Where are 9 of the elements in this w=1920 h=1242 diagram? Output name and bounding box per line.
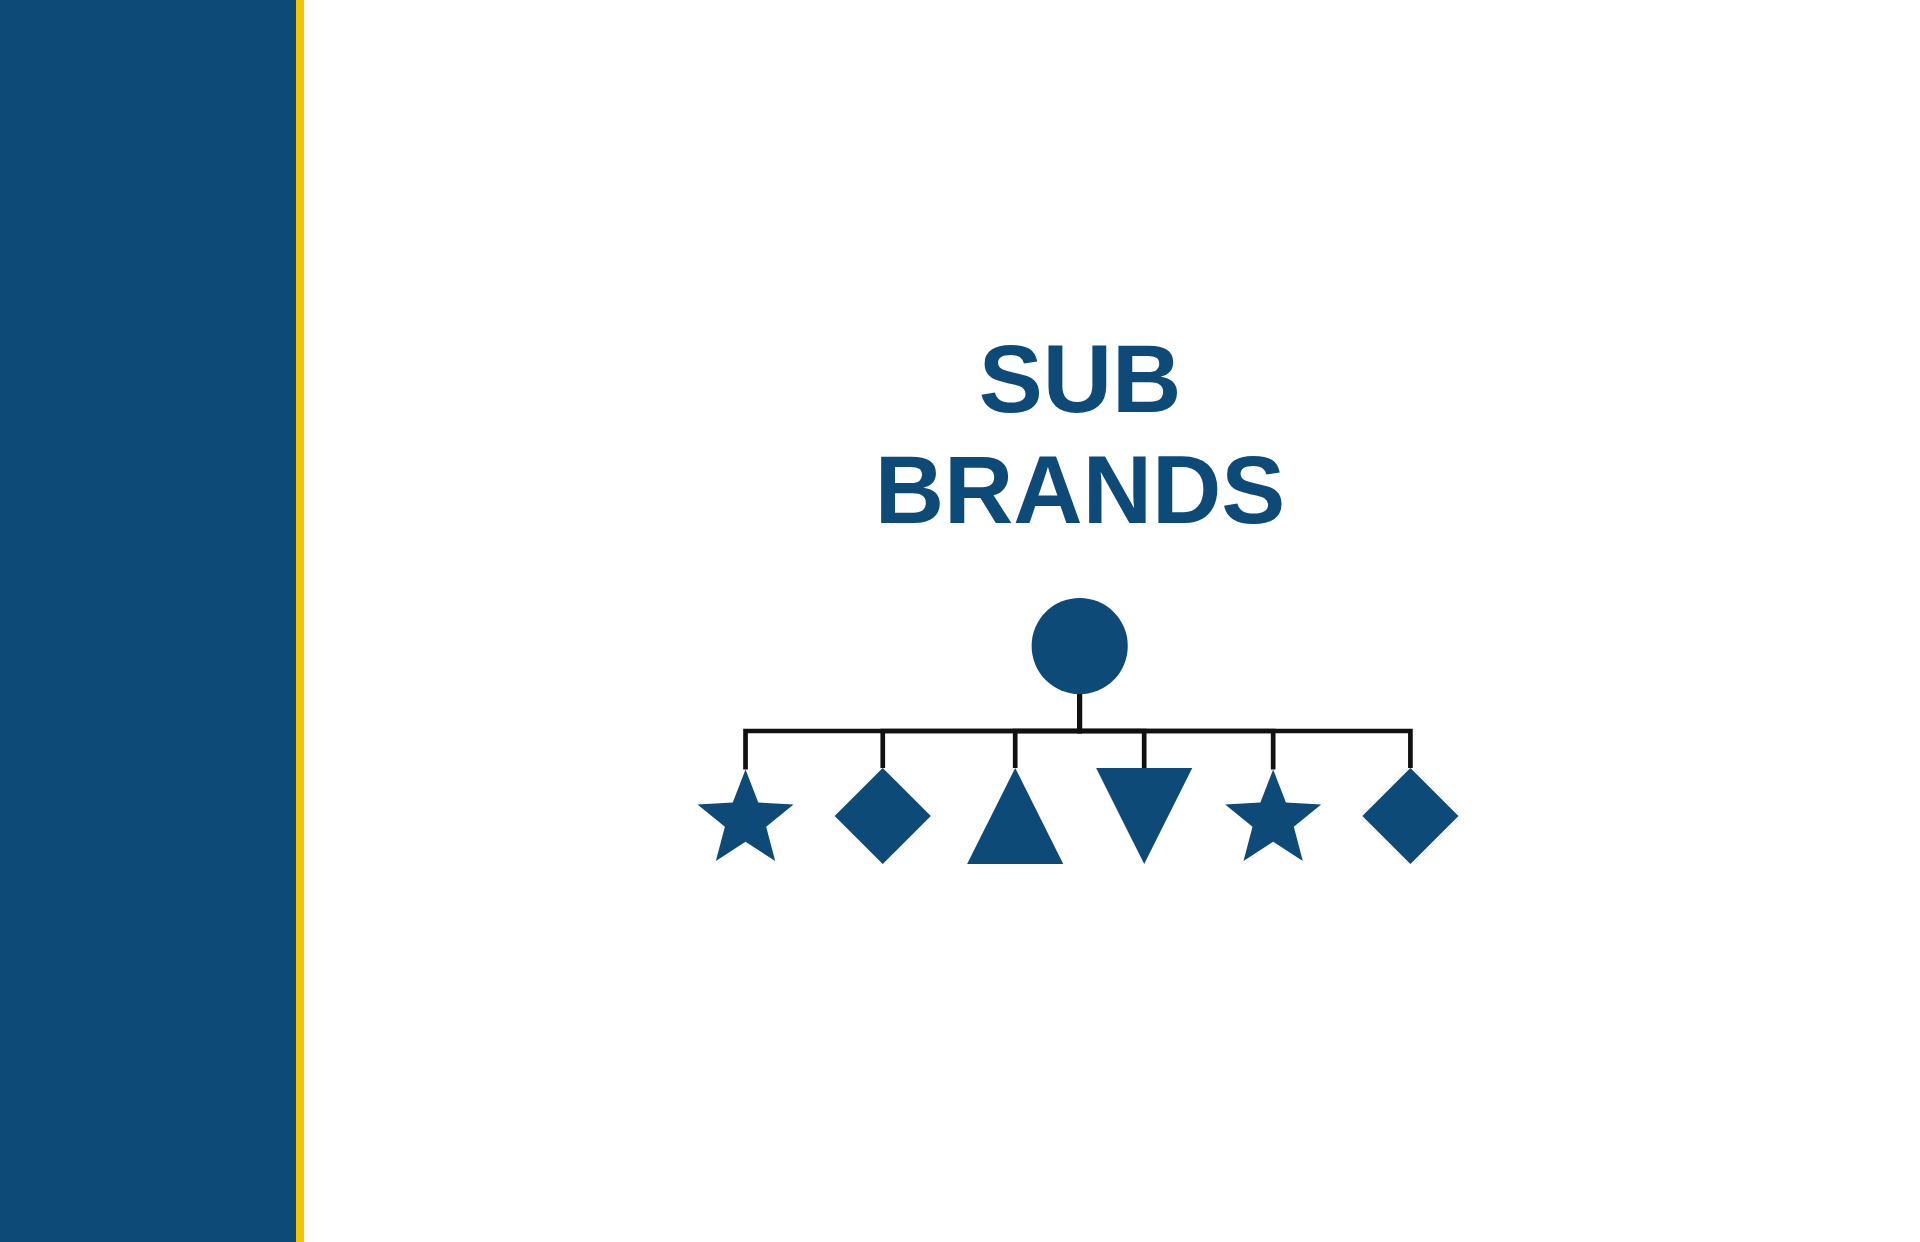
title: SUB BRANDS (874, 324, 1286, 545)
connector (1077, 694, 1413, 768)
node-triangle (1096, 767, 1193, 865)
node-diamond (1362, 767, 1459, 865)
node-triangle (967, 767, 1064, 865)
node-circle (1031, 597, 1128, 695)
node-star (1225, 769, 1322, 861)
node-diamond (834, 767, 931, 865)
node-star (697, 769, 794, 861)
